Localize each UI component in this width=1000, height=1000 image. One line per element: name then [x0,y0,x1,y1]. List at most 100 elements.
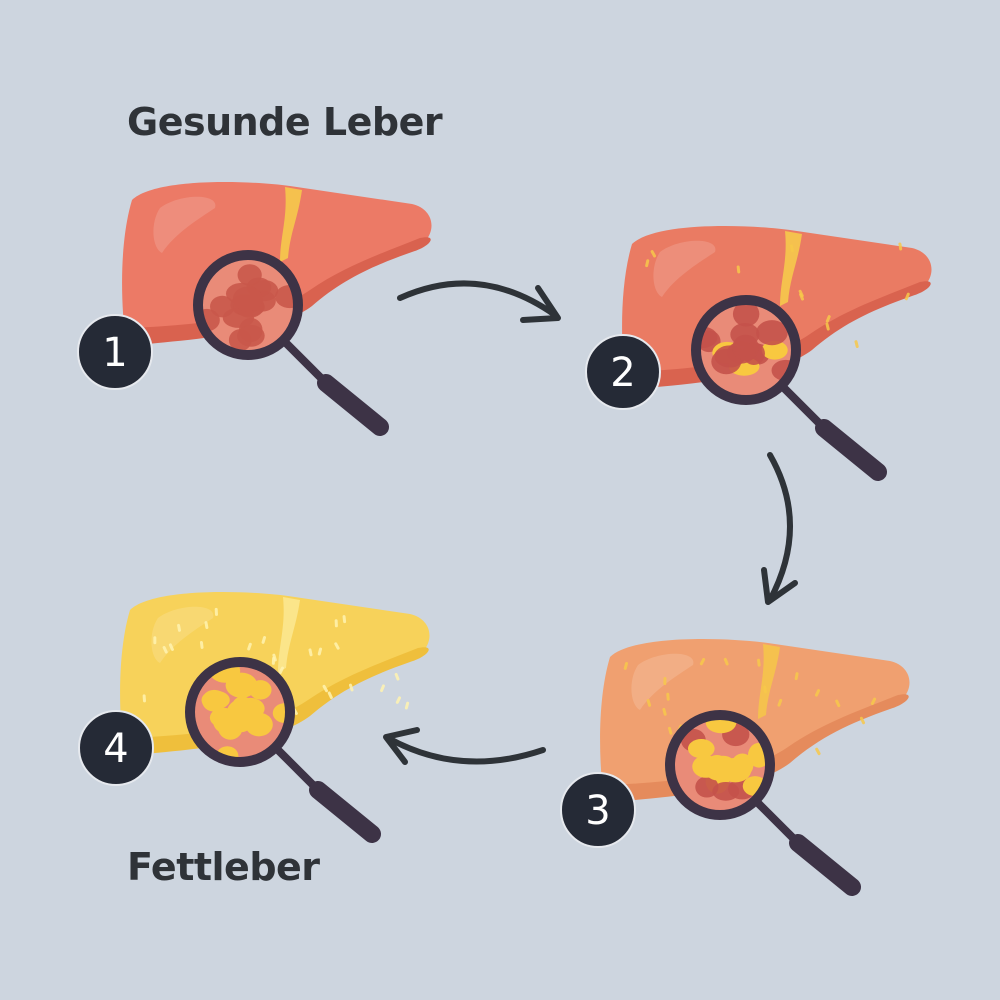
liver-cell [275,285,296,309]
fat-speck [162,646,168,654]
fat-speck [247,642,252,651]
fat-speck [814,689,821,697]
liver-stage-2: 2 [585,225,932,481]
step-badge-3: 3 [560,772,636,848]
magnifier-handle [309,781,381,843]
badge-circle [77,314,153,390]
fat-speck [794,672,799,681]
fat-speck [349,683,354,692]
liver-stage-1: 1 [77,181,432,436]
liver-vein [758,644,780,719]
liver-shade [604,694,909,803]
fat-speck [395,696,402,704]
fat-speck [322,684,329,693]
fat-speck [327,691,333,699]
fat-speck [214,607,218,616]
magnifier-handle [789,834,861,896]
title-fatty-liver: Fettleber [127,845,320,889]
liver-vein [780,231,802,306]
fat-speck [380,684,385,693]
fat-speck [334,642,340,650]
fat-speck [261,636,267,644]
fat-speck [815,747,821,756]
liver-vein [280,187,302,262]
fat-speck [177,623,181,632]
fat-speck [789,244,794,253]
fat-speck [646,699,652,707]
fat-cell [201,689,227,712]
fat-speck [736,265,741,274]
liver-cell [711,348,742,375]
fat-speck [799,292,804,301]
fat-speck [394,672,400,681]
step-badge-1: 1 [77,314,153,390]
fat-speck [757,658,761,667]
fat-speck [404,701,410,710]
step-number: 1 [102,330,127,376]
magnifier-handle [815,419,887,481]
liver-cell [232,286,263,312]
fat-speck [271,656,276,665]
fat-speck [825,322,830,331]
fat-speck [870,697,877,706]
fat-cell [225,672,258,698]
fat-speck [153,636,157,645]
liver-cell [712,781,740,801]
magnifier-icon [185,657,381,843]
fat-speck [904,292,910,301]
fat-speck [342,615,347,624]
badge-circle [78,710,154,786]
magnifier-ring [691,295,801,405]
fat-speck [898,242,903,251]
liver-cell [756,320,788,346]
badge-circle [585,334,661,410]
liver-highlight [653,240,716,297]
fat-speck [204,621,209,630]
fat-speck [142,694,146,703]
arrows [383,280,798,765]
badge-circle [560,772,636,848]
fat-cell [761,340,788,360]
magnifier-icon [691,295,887,481]
magnifier-icon [193,250,389,436]
step-number: 2 [610,350,635,396]
fat-speck [645,259,650,268]
liver-cell [732,334,759,361]
arrow-2-to-3 [761,452,798,605]
liver-vein [278,597,300,672]
fat-speck [666,692,670,701]
liver-shade [124,647,429,756]
magnifier-ring [665,710,775,820]
fat-speck [668,726,673,735]
fat-cell [710,755,737,780]
fat-speck [763,685,767,694]
title-healthy-liver: Gesunde Leber [127,100,443,144]
fat-speck [199,640,204,649]
fat-speck [777,698,783,707]
fat-speck [334,619,338,628]
liver-stage-3: 3 [560,638,910,896]
fat-speck [835,699,841,708]
liver-highlight [631,653,694,710]
step-badge-2: 2 [585,334,661,410]
fat-speck [650,250,657,258]
fat-speck [699,657,706,666]
fat-speck [278,666,284,675]
liver-highlight [153,196,216,253]
step-badge-4: 4 [78,710,154,786]
liver-shade [126,237,431,346]
arrow-1-to-2 [397,280,561,323]
tissue-cells [201,664,288,760]
step-number: 3 [585,788,610,834]
fat-speck [663,677,667,686]
fat-speck [308,648,313,657]
fat-speck [662,707,667,716]
fat-speck [859,716,866,725]
fat-speck [317,647,323,656]
fat-speck [723,657,729,666]
magnifier-ring [193,250,303,360]
liver-highlight [151,606,214,663]
arrow-3-to-4 [383,727,546,765]
fat-speck [168,643,174,651]
